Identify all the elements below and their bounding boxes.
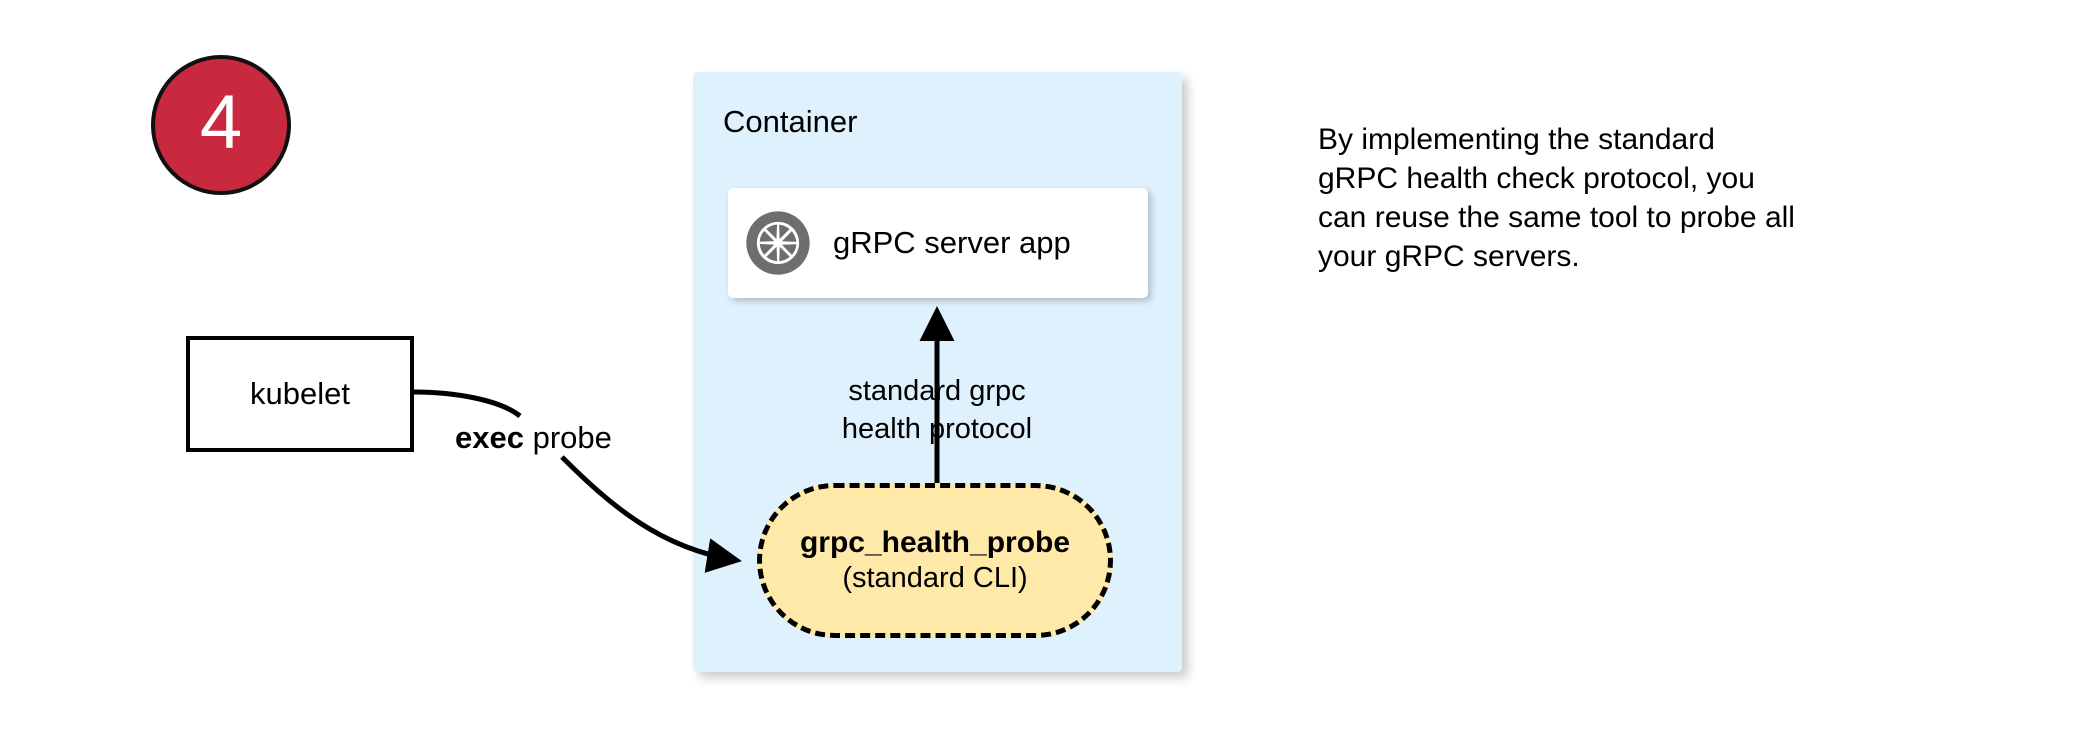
grpc-health-probe-node: grpc_health_probe (standard CLI) [757, 483, 1113, 638]
grpc-health-probe-title: grpc_health_probe [799, 525, 1071, 559]
explanation-note-line3: can reuse the same tool to probe all [1318, 201, 1795, 234]
grpc-server-app-card: gRPC server app [728, 188, 1148, 298]
aperture-icon [745, 210, 811, 276]
explanation-note: By implementing the standard gRPC health… [1318, 120, 1918, 276]
explanation-note-line1: By implementing the standard [1318, 123, 1715, 156]
protocol-edge-label-line2: health protocol [841, 413, 1033, 445]
grpc-server-app-label: gRPC server app [833, 225, 1071, 260]
step-number-badge: 4 [151, 55, 291, 195]
exec-probe-edge-label: exec probe [455, 420, 612, 456]
grpc-health-probe-subtitle: (standard CLI) [842, 562, 1028, 595]
explanation-note-line4: your gRPC servers. [1318, 240, 1580, 273]
container-title: Container [723, 104, 858, 139]
explanation-note-line2: gRPC health check protocol, you [1318, 162, 1755, 195]
step-number-label: 4 [199, 80, 243, 165]
exec-probe-connector-upper [413, 389, 522, 419]
kubelet-node: kubelet [186, 336, 414, 452]
exec-probe-edge-label-bold: exec [455, 420, 524, 455]
kubelet-label: kubelet [250, 376, 350, 411]
protocol-edge-label: standard grpc health protocol [797, 372, 1077, 448]
protocol-edge-label-line1: standard grpc [848, 375, 1026, 407]
exec-probe-edge-label-rest: probe [523, 420, 612, 455]
